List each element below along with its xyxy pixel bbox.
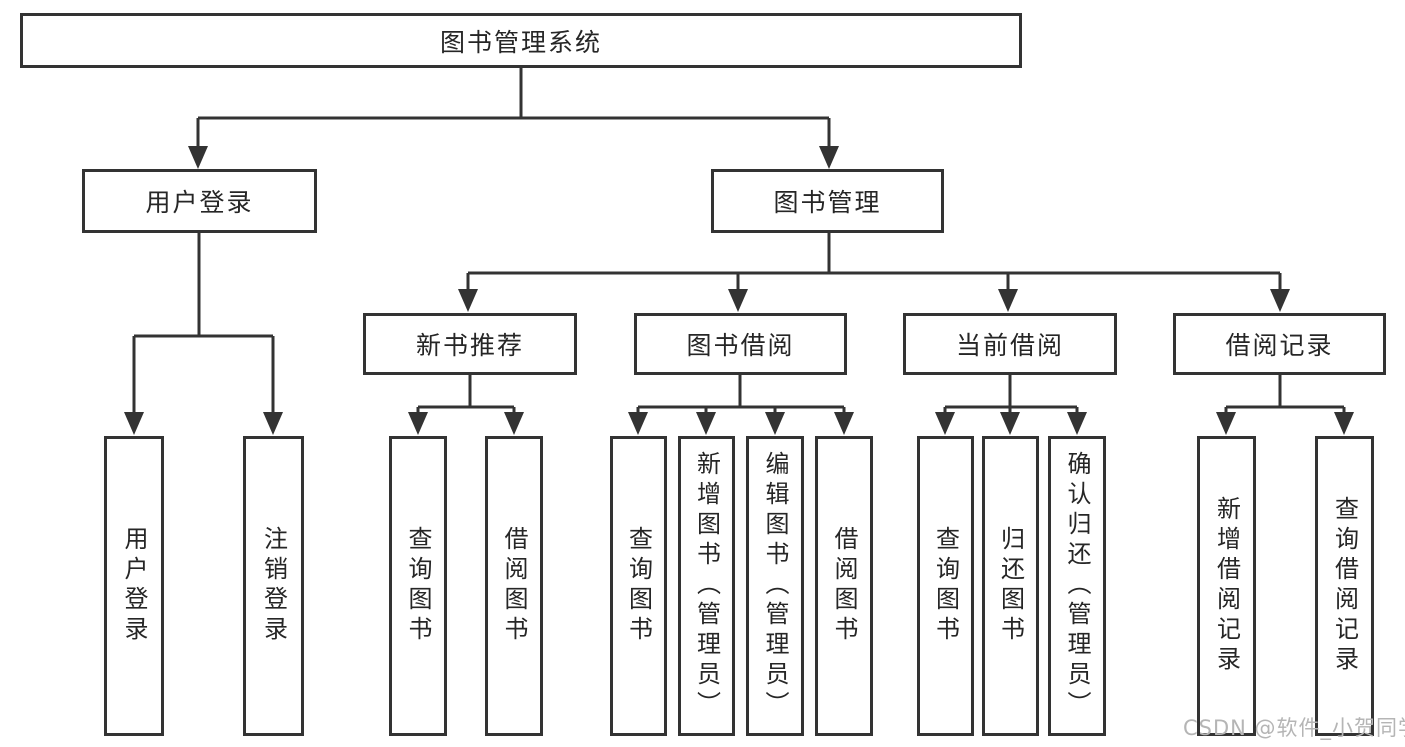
leaf-label: 用户登录: [120, 526, 148, 646]
leaf-return-books: 归还图书: [982, 436, 1039, 736]
node-label: 借阅记录: [1225, 331, 1334, 360]
leaf-label: 借阅图书: [500, 526, 528, 646]
node-label: 用户登录: [145, 188, 254, 217]
leaf-label: 查询图书: [931, 526, 960, 646]
node-borrow-records: 借阅记录: [1173, 313, 1386, 375]
leaf-label: 编辑图书（管理员）: [761, 451, 789, 721]
leaf-add-books-admin: 新增图书（管理员）: [678, 436, 735, 736]
node-label: 新书推荐: [415, 331, 524, 360]
leaf-add-borrow-record: 新增借阅记录: [1197, 436, 1256, 736]
leaf-query-books-borrow: 查询图书: [610, 436, 667, 736]
leaf-query-borrow-record: 查询借阅记录: [1315, 436, 1374, 736]
node-label: 图书管理: [773, 188, 882, 217]
node-label: 图书借阅: [686, 331, 795, 360]
leaf-label: 新增借阅记录: [1212, 496, 1241, 676]
leaf-label: 查询借阅记录: [1330, 496, 1359, 676]
node-book-management: 图书管理: [711, 169, 944, 233]
leaf-label: 注销登录: [259, 526, 288, 646]
node-label: 当前借阅: [955, 331, 1064, 360]
leaf-user-login: 用户登录: [104, 436, 164, 736]
leaf-edit-books-admin: 编辑图书（管理员）: [746, 436, 804, 736]
watermark: CSDN @软件_小贺同学: [1183, 716, 1405, 740]
leaf-label: 新增图书（管理员）: [692, 451, 721, 721]
arrowheads: [124, 146, 1354, 435]
leaf-label: 查询图书: [624, 526, 653, 646]
node-book-borrow: 图书借阅: [634, 313, 847, 375]
leaf-borrow-books: 借阅图书: [815, 436, 873, 736]
node-new-book-recommend: 新书推荐: [363, 313, 577, 375]
leaf-borrow-books-recommend: 借阅图书: [485, 436, 543, 736]
node-label: 图书管理系统: [439, 27, 602, 57]
leaf-query-books-recommend: 查询图书: [389, 436, 447, 736]
leaf-confirm-return-admin: 确认归还（管理员）: [1048, 436, 1106, 736]
leaf-label: 确认归还（管理员）: [1063, 451, 1091, 721]
node-user-login: 用户登录: [82, 169, 317, 233]
leaf-label: 借阅图书: [830, 526, 858, 646]
leaf-label: 查询图书: [404, 526, 432, 646]
leaf-logout: 注销登录: [243, 436, 304, 736]
node-root: 图书管理系统: [20, 13, 1022, 68]
leaf-label: 归还图书: [996, 526, 1025, 646]
node-current-borrow: 当前借阅: [903, 313, 1117, 375]
leaf-query-books-current: 查询图书: [917, 436, 974, 736]
connector-path: [132, 67, 1346, 415]
